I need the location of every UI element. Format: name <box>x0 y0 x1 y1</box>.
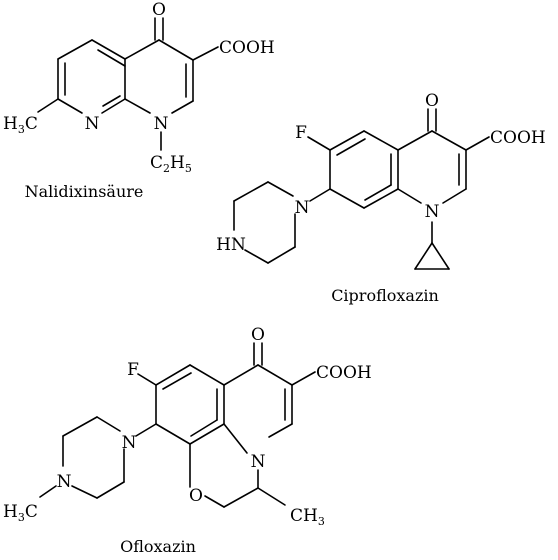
molecule-name-ofloxacin: Ofloxazin <box>120 537 196 556</box>
piperazine-nitrogen-label: N <box>122 433 137 453</box>
n-methyl-label: H3C <box>3 502 38 524</box>
piperazine-nitrogen-label: N <box>295 198 310 218</box>
fluorine-label: F <box>295 123 307 143</box>
molecule-name-nalidixic-acid: Nalidixinsäure <box>25 182 144 201</box>
oxazine-oxygen-label: O <box>189 486 203 506</box>
carbonyl-oxygen-label: O <box>152 0 166 20</box>
c-methyl-label: CH3 <box>290 506 325 528</box>
fluorine-label: F <box>127 360 139 380</box>
molecule-ofloxacin: O COOH F N N N H3C O CH3 Ofloxazin <box>3 325 372 556</box>
nalidixic-bonds <box>37 17 219 151</box>
n1-nitrogen-label: N <box>154 114 169 134</box>
piperazine-nh-label: HN <box>216 235 246 255</box>
carbonyl-oxygen-label: O <box>425 91 439 111</box>
carboxylic-acid-label: COOH <box>316 363 372 383</box>
ring-nitrogen-label: N <box>85 114 100 134</box>
methyl-label: H3C <box>3 114 38 136</box>
piperazine-n-methyl-nitrogen-label: N <box>57 472 72 492</box>
ethyl-label: C2H5 <box>150 153 192 175</box>
n1-nitrogen-label: N <box>425 202 440 222</box>
carboxylic-acid-label: COOH <box>490 128 546 148</box>
carboxylic-acid-label: COOH <box>219 38 275 58</box>
molecule-nalidixic-acid: O COOH H3C N N C2H5 Nalidixinsäure <box>3 0 275 201</box>
n1-nitrogen-label: N <box>251 452 266 472</box>
ofloxacin-bonds <box>39 342 316 508</box>
molecule-name-ciprofloxacin: Ciprofloxazin <box>331 286 439 305</box>
ciprofloxacin-bonds <box>233 108 490 270</box>
carbonyl-oxygen-label: O <box>251 325 265 345</box>
molecule-ciprofloxacin: O COOH F N N HN Ciprofloxazin <box>216 91 546 305</box>
